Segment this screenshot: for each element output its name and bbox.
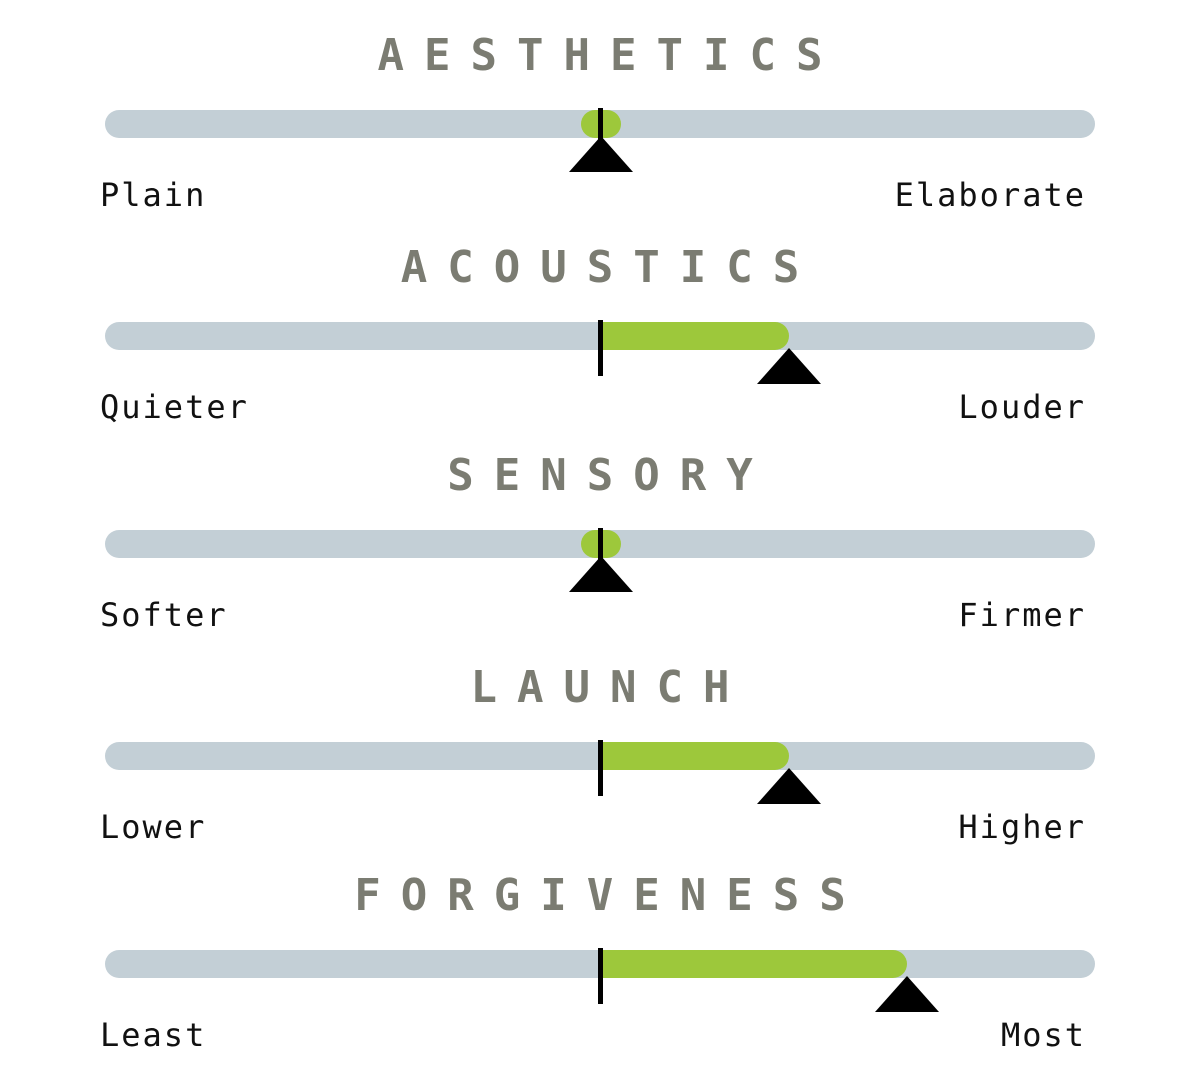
scale-high-label: Most [1000,1016,1086,1054]
scale-aesthetics: AESTHETICS Plain Elaborate [0,30,1200,240]
scale-fill [600,742,789,770]
scale-high-label: Firmer [958,596,1086,634]
scale-high-label: Louder [958,388,1086,426]
scale-forgiveness: FORGIVENESS Least Most [0,870,1200,1080]
scale-pointer [756,768,821,804]
scale-center-line [598,948,603,1004]
scale-low-label: Least [100,1016,207,1054]
scale-title: AESTHETICS [377,30,843,81]
scale-low-label: Quieter [100,388,249,426]
scale-pointer [875,976,940,1012]
scale-launch: LAUNCH Lower Higher [0,662,1200,872]
scale-center-line [598,740,603,796]
scale-pointer [756,348,821,384]
scale-acoustics: ACOUSTICS Quieter Louder [0,242,1200,452]
scale-fill [600,950,908,978]
scale-low-label: Lower [100,808,207,846]
scale-low-label: Softer [100,596,228,634]
scale-fill [600,322,789,350]
scale-high-label: Elaborate [894,176,1086,214]
scale-high-label: Higher [958,808,1086,846]
scale-center-line [598,320,603,376]
scale-title: FORGIVENESS [354,870,866,921]
scale-title: ACOUSTICS [400,242,820,293]
scale-title: SENSORY [447,450,773,501]
scale-pointer [568,136,633,172]
scale-title: LAUNCH [470,662,750,713]
scale-pointer [568,556,633,592]
scale-sensory: SENSORY Softer Firmer [0,450,1200,660]
scale-low-label: Plain [100,176,207,214]
